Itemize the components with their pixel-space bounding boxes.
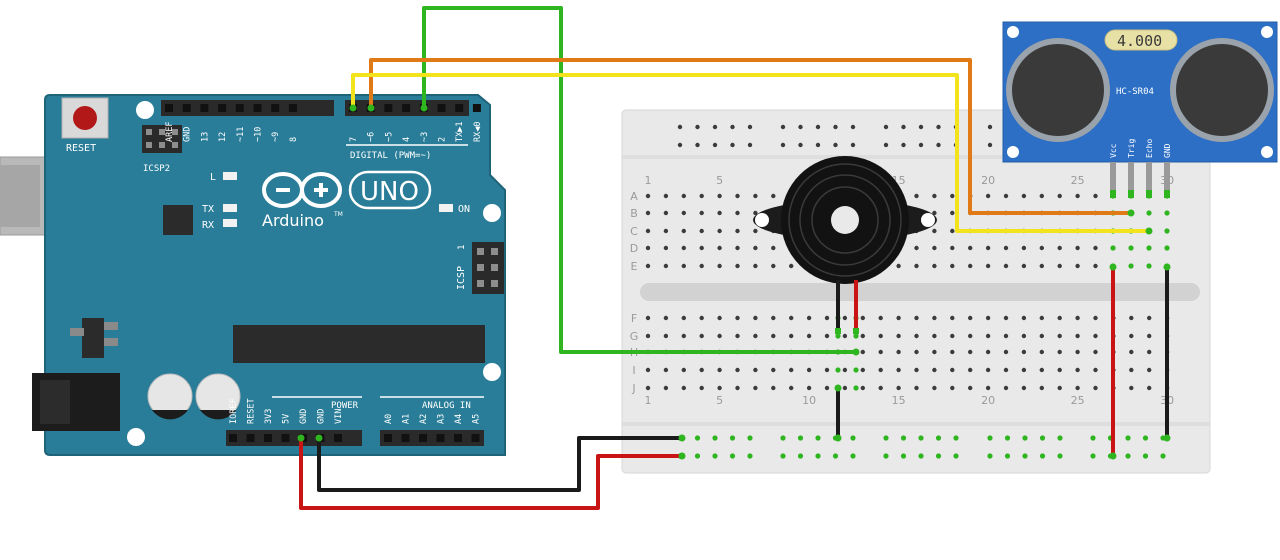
- power-pin-label: VIN: [334, 409, 344, 424]
- arduino-logo-tm: TM: [333, 211, 343, 218]
- uno-badge: [348, 170, 432, 210]
- breadboard-column-number: 15: [892, 394, 906, 407]
- led-tx: [223, 204, 237, 212]
- breadboard-row-letter: C: [630, 225, 638, 238]
- microcontroller-chip: [233, 325, 485, 363]
- digital-pin-label: 2: [438, 137, 448, 142]
- digital-pin-label: 12: [218, 132, 228, 142]
- sensor-pin-label: Vcc: [1109, 143, 1118, 158]
- icsp-label: ICSP: [456, 266, 467, 290]
- breadboard-row-letter: D: [630, 242, 638, 255]
- wire-black-gnd-to-rail: [317, 436, 684, 492]
- breadboard-column-number: 5: [716, 174, 723, 187]
- digital-pin-label: 7: [349, 137, 359, 142]
- arduino-logo: [262, 172, 342, 208]
- wire-green-pin3-to-buzzer: [422, 6, 858, 354]
- breadboard-center-channel: [640, 283, 1200, 301]
- digital-pin-label: GND: [183, 127, 193, 142]
- led-tx-label: TX: [202, 204, 214, 215]
- digital-pin-label: RX◀0: [473, 122, 483, 142]
- capacitor-1: [147, 373, 193, 420]
- analog-pin-label: A4: [454, 414, 464, 424]
- wire-red-5v-to-rail: [299, 436, 684, 510]
- arduino-uno-board: RESET ICSP2 L TX RX ON Arduino TM UNO: [0, 94, 506, 456]
- breadboard-column-number: 5: [716, 394, 723, 407]
- arduino-logo-text: Arduino: [262, 211, 324, 230]
- reset-button[interactable]: [61, 97, 109, 139]
- digital-pin-label: ~6: [367, 132, 377, 142]
- power-pin-label: GND: [299, 409, 309, 424]
- piezo-buzzer: [753, 156, 937, 334]
- led-l-label: L: [210, 172, 216, 183]
- power-pin-label: RESET: [247, 398, 257, 424]
- hc-sr04-sensor: 4.000 HC-SR04 Vcc Trig Echo GND: [1002, 21, 1278, 198]
- wire-yellow-pin7-to-echo: [351, 73, 1151, 233]
- power-header-label: POWER: [331, 401, 359, 411]
- capacitor-2: [195, 373, 241, 420]
- breadboard-row-letter: I: [632, 364, 635, 377]
- sensor-display-value: 4.000: [1117, 32, 1162, 50]
- digital-pin-label: ~9: [271, 132, 281, 142]
- digital-pin-label: TX▶1: [455, 122, 465, 142]
- breadboard-row-letter: J: [631, 382, 635, 395]
- digital-pin-label: ~11: [236, 127, 246, 142]
- reset-label: RESET: [66, 143, 96, 154]
- power-pin-label: 3V3: [264, 409, 274, 424]
- analog-pin-label: A2: [419, 414, 429, 424]
- sensor-pin-label: Echo: [1145, 139, 1154, 158]
- sensor-receiver: [1170, 38, 1274, 142]
- breadboard-column-number: 25: [1071, 394, 1085, 407]
- analog-pin-label: A0: [384, 414, 394, 424]
- breadboard-column-number: 20: [981, 394, 995, 407]
- breadboard-row-letter: A: [630, 190, 638, 203]
- breadboard-column-number: 1: [645, 174, 652, 187]
- digital-pin-label: ~5: [384, 132, 394, 142]
- digital-pin-label: ~3: [420, 132, 430, 142]
- analog-pin-label: A3: [437, 414, 447, 424]
- digital-pin-label: ~10: [254, 127, 264, 142]
- power-pin-label: IOREF: [229, 398, 239, 424]
- icsp2-label: ICSP2: [143, 164, 170, 174]
- power-header: [226, 430, 362, 446]
- power-pin-label: 5V: [282, 414, 292, 424]
- digital-pin-label: AREF: [165, 122, 175, 142]
- led-rx: [223, 219, 237, 227]
- led-rx-label: RX: [202, 220, 214, 231]
- icsp-header: [472, 242, 504, 294]
- breadboard-column-number: 20: [981, 174, 995, 187]
- led-on-label: ON: [458, 204, 470, 215]
- sensor-transmitter: [1006, 38, 1110, 142]
- led-on: [439, 204, 453, 212]
- digital-pin-label: 13: [200, 132, 210, 142]
- analog-header-label: ANALOG IN: [422, 401, 471, 411]
- voltage-regulator: [70, 318, 118, 358]
- breadboard-column-number: 1: [645, 394, 652, 407]
- svg-text:1: 1: [457, 245, 467, 250]
- digital-pin-label: 4: [402, 137, 412, 142]
- analog-header: [380, 430, 484, 446]
- power-pin-label: GND: [317, 409, 327, 424]
- breadboard-column-number: 25: [1071, 174, 1085, 187]
- analog-pin-label: A1: [402, 414, 412, 424]
- breadboard-row-letter: B: [630, 207, 638, 220]
- digital-header-label: DIGITAL (PWM=~): [350, 151, 431, 161]
- breadboard-row-letter: F: [631, 312, 637, 325]
- breadboard-row-letter: G: [630, 330, 639, 343]
- uno-label: UNO: [360, 177, 419, 207]
- sensor-pin-label: Trig: [1127, 139, 1136, 158]
- sensor-model-label: HC-SR04: [1116, 87, 1154, 97]
- digital-pin-label: 8: [289, 137, 299, 142]
- breadboard-column-number: 10: [802, 394, 816, 407]
- sensor-pin-label: GND: [1163, 143, 1172, 158]
- analog-pin-label: A5: [472, 414, 482, 424]
- breadboard-row-letter: E: [631, 260, 638, 273]
- led-l: [223, 172, 237, 180]
- sensor-crystal: [1104, 29, 1178, 51]
